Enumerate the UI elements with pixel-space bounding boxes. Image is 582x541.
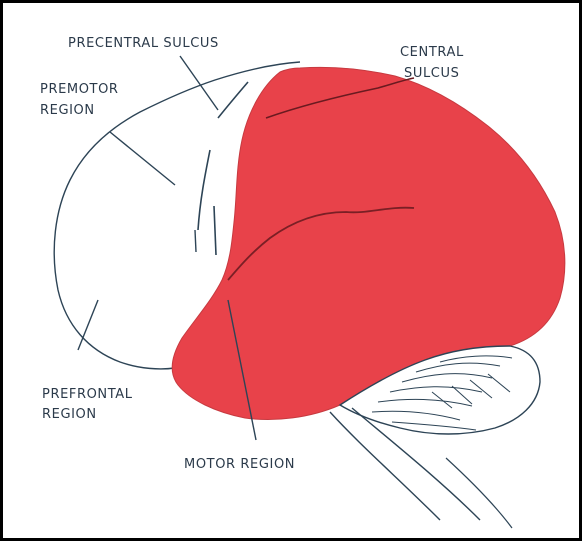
label-premotor-region-line2: REGION (40, 103, 95, 118)
precentral-sulcus-mark-3 (214, 206, 216, 255)
label-prefrontal-region-line2: REGION (42, 407, 97, 422)
label-motor-region: MOTOR REGION (184, 457, 295, 472)
precentral-sulcus-mark-4 (195, 230, 196, 252)
precentral-sulcus-mark-2 (198, 150, 210, 230)
premotor-region-leader (110, 132, 175, 185)
brainstem-line-3 (446, 458, 512, 528)
label-prefrontal-region-line1: PREFRONTAL (42, 387, 133, 402)
precentral-sulcus-leader (180, 56, 218, 110)
label-premotor-region-line1: PREMOTOR (40, 82, 119, 97)
label-central-sulcus-line1: CENTRAL (400, 45, 464, 60)
precentral-sulcus-mark-1 (218, 82, 248, 118)
label-central-sulcus-line2: SULCUS (404, 66, 459, 81)
label-precentral-sulcus: PRECENTRAL SULCUS (68, 36, 219, 51)
